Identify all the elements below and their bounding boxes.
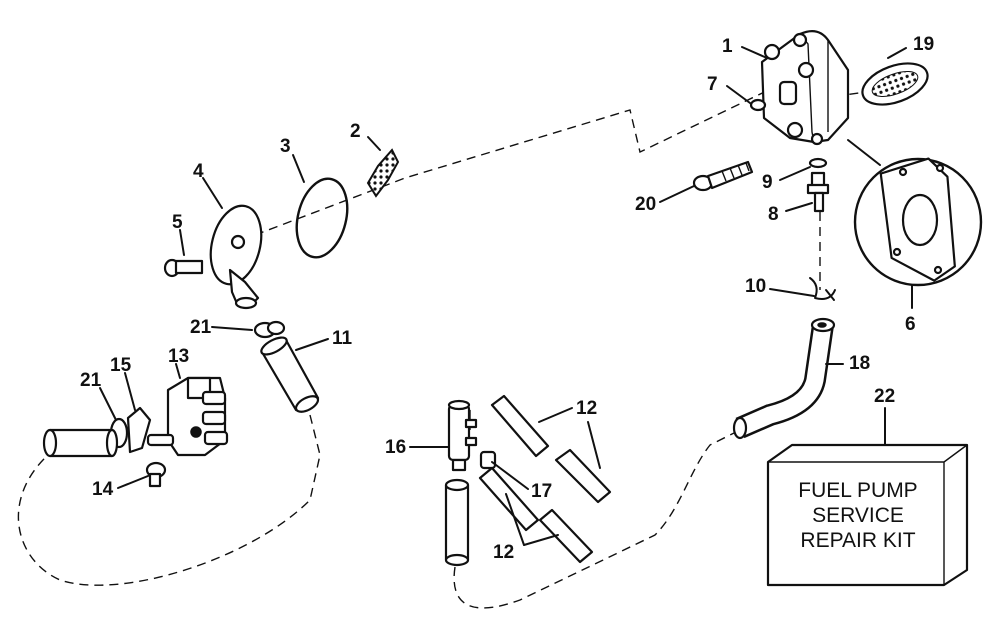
label-3: 3 xyxy=(280,136,291,157)
tee-connector xyxy=(447,399,478,472)
label-8: 8 xyxy=(768,204,779,225)
fuel-line-left xyxy=(42,428,119,458)
fuel-line-tee xyxy=(444,478,470,567)
label-4: 4 xyxy=(193,161,204,182)
cover-screw xyxy=(163,258,204,278)
label-6: 6 xyxy=(905,314,916,335)
label-1: 1 xyxy=(722,36,733,57)
label-9: 9 xyxy=(762,172,773,193)
kit-line-1: FUEL PUMP xyxy=(798,479,917,502)
fuel-hose-short xyxy=(260,336,320,413)
small-connector xyxy=(479,450,497,470)
leader-lines xyxy=(99,46,913,546)
pump-cover xyxy=(209,204,263,310)
repair-kit-box: FUEL PUMP SERVICE REPAIR KIT xyxy=(766,443,969,587)
hose-segments xyxy=(478,394,612,564)
label-20: 20 xyxy=(635,194,656,215)
label-7: 7 xyxy=(707,74,718,95)
o-ring-small xyxy=(749,98,767,112)
connector-plate xyxy=(126,406,152,454)
label-16: 16 xyxy=(385,437,406,458)
pump-gasket xyxy=(861,62,929,106)
o-ring-upper xyxy=(253,320,286,339)
kit-line-2: SERVICE xyxy=(812,504,904,527)
fuel-connector-block xyxy=(146,376,229,457)
label-11: 11 xyxy=(332,328,353,349)
label-21-lower: 21 xyxy=(80,370,102,391)
label-10: 10 xyxy=(745,276,766,297)
block-screw xyxy=(145,461,167,488)
label-17: 17 xyxy=(531,481,552,502)
label-14: 14 xyxy=(92,479,114,500)
label-5: 5 xyxy=(172,212,183,233)
label-22: 22 xyxy=(874,386,895,407)
hose-clip xyxy=(809,277,836,301)
label-15: 15 xyxy=(110,355,132,376)
kit-line-3: REPAIR KIT xyxy=(800,529,915,552)
fuel-fitting xyxy=(806,171,830,213)
label-19: 19 xyxy=(913,34,934,55)
label-13: 13 xyxy=(168,346,189,367)
pump-screw xyxy=(692,160,754,192)
part-labels: 1 19 7 9 8 20 6 10 18 22 2 3 4 5 21 11 1… xyxy=(80,34,934,563)
label-2: 2 xyxy=(350,121,361,142)
fuel-hose-main xyxy=(732,317,836,440)
o-ring-fitting xyxy=(808,157,828,169)
label-21-upper: 21 xyxy=(190,317,212,338)
pump-body xyxy=(760,29,850,146)
cover-gasket xyxy=(295,177,349,259)
label-18: 18 xyxy=(849,353,870,374)
label-12-upper: 12 xyxy=(576,398,597,419)
filter-screen xyxy=(366,148,400,198)
label-12-lower: 12 xyxy=(493,542,514,563)
gasket-detail-circle xyxy=(847,139,983,287)
